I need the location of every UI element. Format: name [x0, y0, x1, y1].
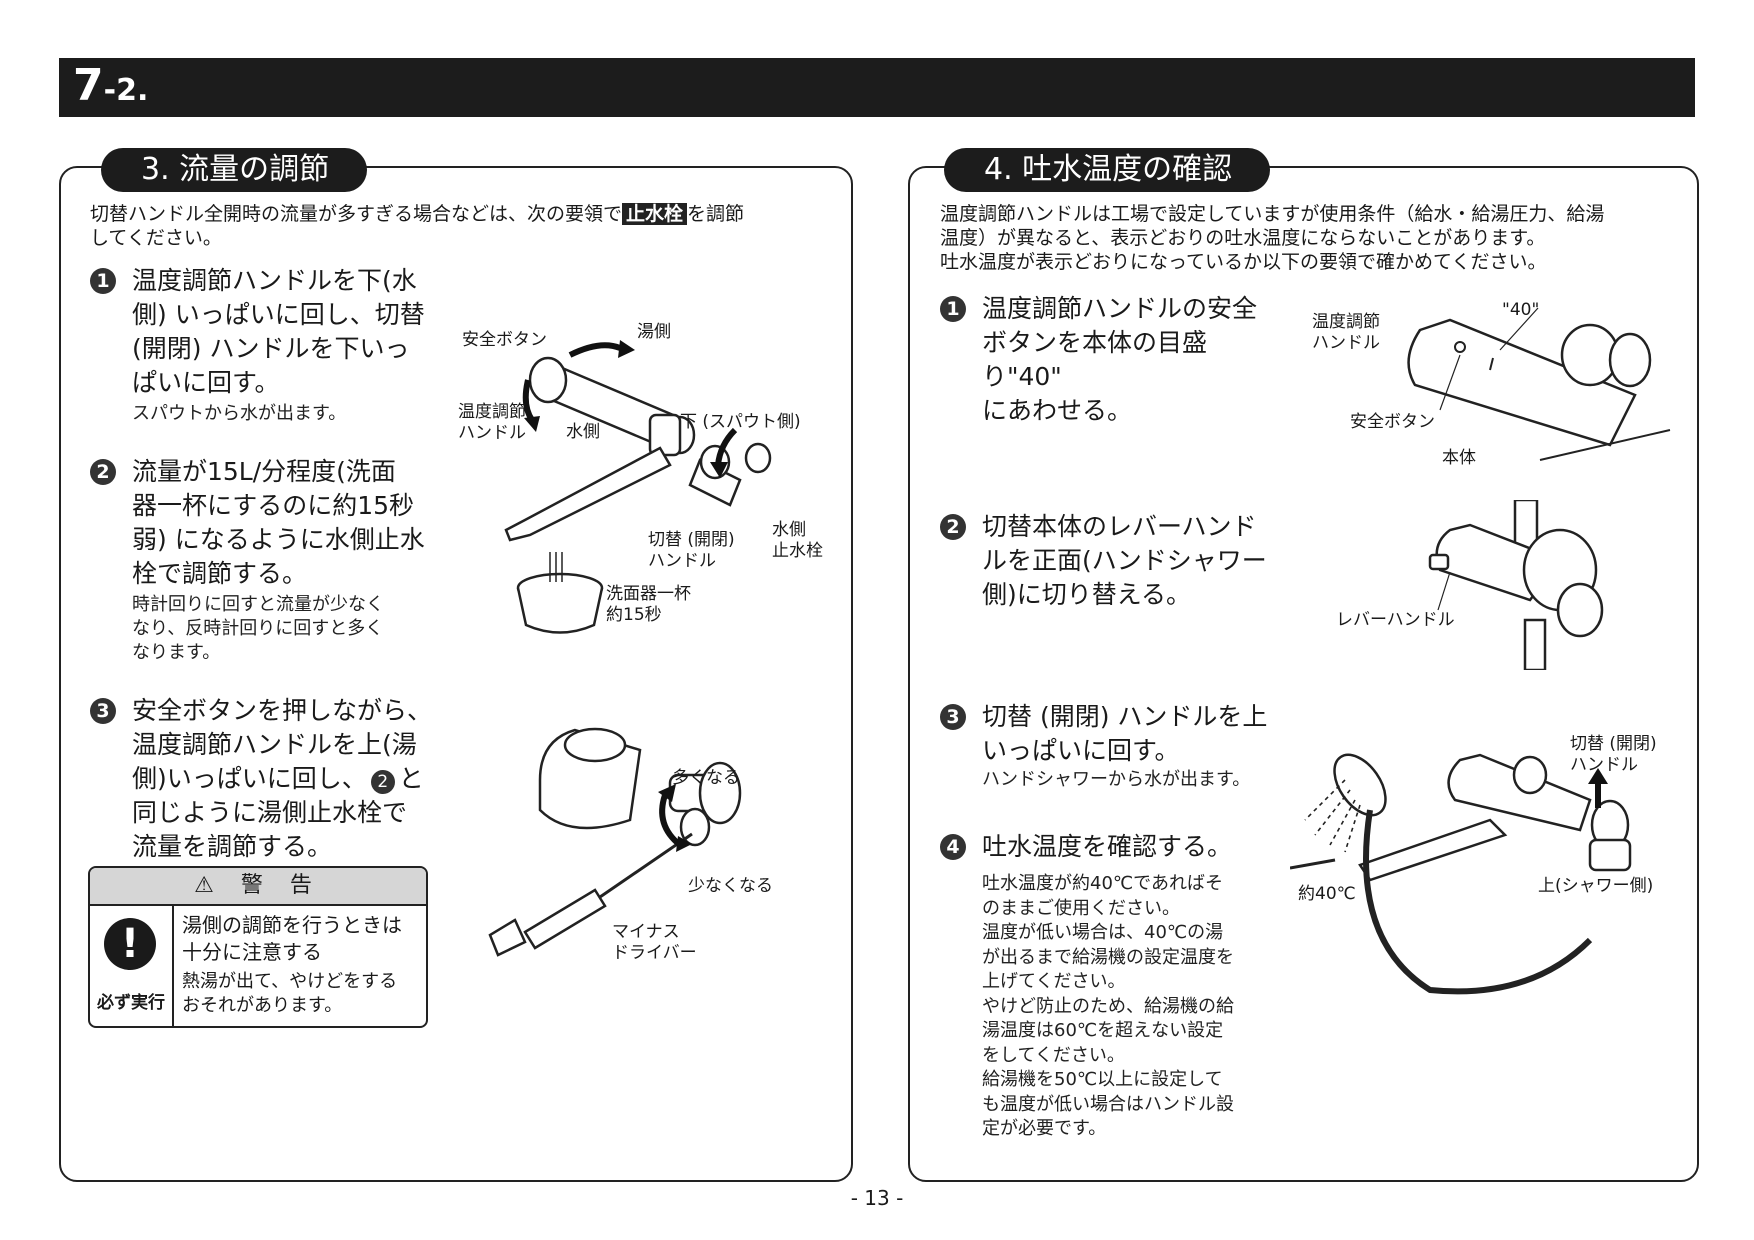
step-number-badge: 2 — [940, 514, 966, 540]
label-down-spout: 下 (スパウト側) — [680, 412, 801, 432]
faucet-flow-illustration — [504, 340, 772, 634]
label-screwdriver: マイナスドライバー — [612, 922, 697, 963]
temp-step-4: 4 吐水温度を確認する。 吐水温度が約40℃であればそのままご使用ください。 温… — [940, 830, 1280, 1150]
step-instruction: 温度調節ハンドルを下(水側) いっぱいに回し、切替 (開閉) ハンドルを下いっぱ… — [132, 266, 425, 397]
label-safety-button: 安全ボタン — [462, 330, 547, 350]
step-number-badge: 1 — [90, 268, 116, 294]
step-number-badge: 3 — [90, 698, 116, 724]
warning-title: ⚠ 警 告 — [90, 868, 426, 906]
step-instruction: 流量が15L/分程度(洗面器一杯にするのに約15秒 弱) になるように水側止水栓… — [132, 457, 425, 588]
label-switch-handle: 切替 (開閉)ハンドル — [1570, 734, 1657, 775]
label-basin-time: 洗面器一杯約15秒 — [606, 584, 691, 625]
section-number: 7-2. — [73, 60, 149, 111]
flow-adjust-title: 3. 流量の調節 — [101, 148, 368, 192]
step-number-badge: 2 — [90, 459, 116, 485]
warning-main-text: 湯側の調節を行うときは十分に注意する — [182, 913, 402, 964]
flow-step-1: 1 温度調節ハンドルを下(水側) いっぱいに回し、切替 (開閉) ハンドルを下い… — [90, 264, 440, 434]
step-ref-badge: 2 — [370, 770, 395, 794]
switch-lever-illustration — [1428, 500, 1604, 670]
step-instruction: 吐水温度を確認する。 — [982, 832, 1233, 861]
step-instruction: 切替本体のレバーハンドルを正面(ハンドシャワー側)に切り替える。 — [982, 512, 1267, 609]
label-lever-handle: レバーハンドル — [1336, 610, 1455, 630]
label-temp-handle: 温度調節ハンドル — [1312, 312, 1380, 353]
temp-step-3: 3 切替 (開閉) ハンドルを上いっぱいに回す。 ハンドシャワーから水が出ます。 — [940, 700, 1300, 800]
label-less: 少なくなる — [688, 876, 773, 896]
shower-temp-illustration — [1290, 753, 1632, 995]
mandatory-label: 必ず実行 — [97, 993, 165, 1013]
label-water-valve: 水側止水栓 — [772, 520, 823, 561]
label-water-side: 水側 — [566, 422, 600, 442]
label-up-shower: 上(シャワー側) — [1538, 876, 1654, 896]
step-number-badge: 1 — [940, 296, 966, 322]
step-number-badge: 3 — [940, 704, 966, 730]
flow-step-2: 2 流量が15L/分程度(洗面器一杯にするのに約15秒 弱) になるように水側止… — [90, 455, 440, 675]
label-approx-40c: 約40℃ — [1298, 884, 1356, 904]
label-safety-button: 安全ボタン — [1350, 412, 1435, 432]
label-switch-handle: 切替 (開閉)ハンドル — [648, 530, 735, 571]
label-temp-handle: 温度調節ハンドル — [458, 402, 526, 443]
section-header-bar: 7-2. — [59, 58, 1695, 117]
label-hot-side: 湯側 — [637, 322, 671, 342]
step-note: 吐水温度が約40℃であればそのままご使用ください。 温度が低い場合は、40℃の湯… — [982, 873, 1234, 1139]
warning-box: ⚠ 警 告 ! 必ず実行 湯側の調節を行うときは十分に注意する 熱湯が出て、やけ… — [88, 866, 428, 1028]
temp-dial-illustration — [1407, 307, 1671, 461]
temp-check-title: 4. 吐水温度の確認 — [944, 148, 1271, 192]
step-instruction: 温度調節ハンドルの安全ボタンを本体の目盛り"40"にあわせる。 — [982, 294, 1258, 425]
valve-screwdriver-illustration — [488, 727, 742, 957]
mandatory-action-icon: ! 必ず実行 — [90, 906, 174, 1026]
page-number: - 13 - — [850, 1186, 904, 1210]
label-more: 多くなる — [672, 768, 740, 788]
temp-step-2: 2 切替本体のレバーハンドルを正面(ハンドシャワー側)に切り替える。 — [940, 510, 1280, 620]
step-note: ハンドシャワーから水が出ます。 — [982, 769, 1251, 790]
label-mark-40: "40" — [1502, 300, 1540, 320]
step-note: 時計回りに回すと流量が少なくなり、反時計回りに回すと多くなります。 — [132, 594, 384, 663]
flow-adjust-panel: 3. 流量の調節 — [59, 148, 853, 1182]
step-number-badge: 4 — [940, 834, 966, 860]
temp-intro: 温度調節ハンドルは工場で設定していますが使用条件（給水・給湯圧力、給湯温度）が異… — [940, 203, 1605, 273]
temp-step-1: 1 温度調節ハンドルの安全ボタンを本体の目盛り"40"にあわせる。 — [940, 292, 1280, 425]
step-note: スパウトから水が出ます。 — [132, 403, 347, 424]
temp-check-panel: 4. 吐水温度の確認 — [908, 148, 1699, 1182]
label-body: 本体 — [1442, 448, 1476, 468]
warning-sub-text: 熱湯が出て、やけどをするおそれがあります。 — [182, 971, 398, 1016]
step-instruction: 切替 (開閉) ハンドルを上いっぱいに回す。 — [982, 702, 1268, 765]
flow-intro: 切替ハンドル全開時の流量が多すぎる場合などは、次の要領で止水栓を調節 してくださ… — [90, 203, 745, 249]
